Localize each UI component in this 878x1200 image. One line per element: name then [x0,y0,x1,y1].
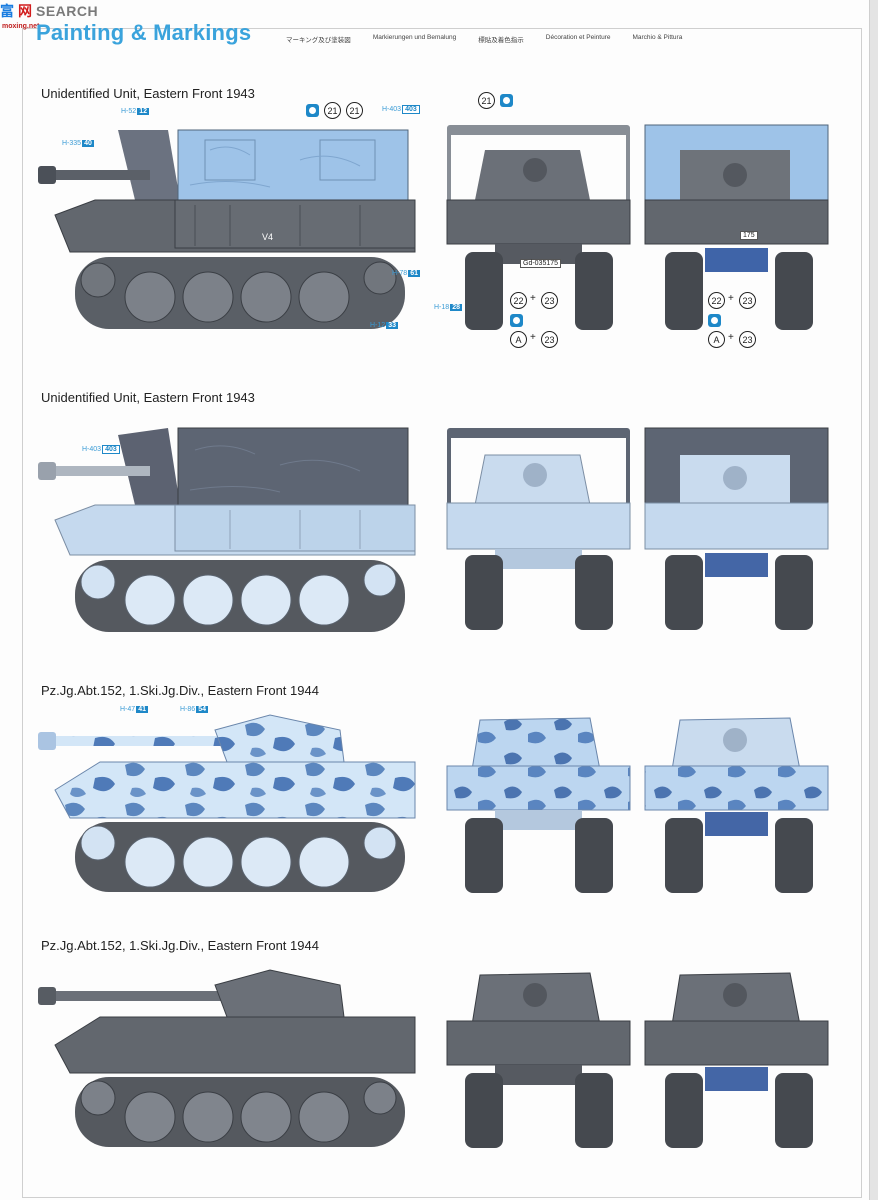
decal-21-a: 21 [324,102,341,119]
plus-sign: + [530,293,536,304]
decal-A-a: A [510,331,527,348]
side-view-1: V4 [38,129,416,329]
decal-23-b: 23 [541,331,558,348]
flag-decal-icon [510,314,523,327]
title-translations: マーキング及び塗装図 Markierungen und Bemalung 標貼及… [286,34,682,44]
decal-22-a: 22 [510,292,527,309]
side-view-3 [38,714,416,892]
license-plate-front: 175 [740,231,758,240]
subtitle-fr: Décoration et Peinture [545,34,611,41]
front-view-4 [644,972,829,1148]
section-heading-4: Pz.Jg.Abt.152, 1.Ski.Jg.Div., Eastern Fr… [41,938,319,953]
rear-view-2 [446,428,631,630]
section-heading-2: Unidentified Unit, Eastern Front 1943 [41,390,255,405]
site-logo: 富 网 SEARCH [0,0,98,22]
plus-sign: + [530,332,536,343]
page-title: Painting & Markings [36,20,252,45]
front-view-2 [644,427,829,630]
decal-23-d: 23 [739,331,756,348]
plus-sign: + [728,332,734,343]
section-heading-1: Unidentified Unit, Eastern Front 1943 [41,86,255,101]
side-view-4 [38,969,416,1147]
subtitle-de: Markierungen und Bemalung [372,34,457,41]
section-heading-3: Pz.Jg.Abt.152, 1.Ski.Jg.Div., Eastern Fr… [41,683,319,698]
subtitle-cn: 標貼及着色指示 [478,37,524,44]
logo-char-1: 富 [0,3,14,19]
logo-search-text: SEARCH [36,3,99,19]
right-border-strip [869,0,878,1200]
front-view-1 [644,124,829,330]
decal-23-c: 23 [739,292,756,309]
subtitle-ja: マーキング及び塗装図 [286,37,351,44]
rear-view-3 [446,717,631,893]
hull-code-1: V4 [262,232,273,242]
decal-21-c: 21 [478,92,495,109]
plus-sign: + [728,293,734,304]
decal-A-b: A [708,331,725,348]
decal-21-b: 21 [346,102,363,119]
rear-view-1 [446,125,631,330]
flag-decal-icon [306,104,319,117]
decal-23-a: 23 [541,292,558,309]
logo-subtext: moxing.net [2,23,40,30]
rear-view-4 [446,972,631,1148]
side-view-2 [38,427,416,632]
page-frame [22,28,862,1198]
front-view-3 [644,717,829,893]
license-plate-rear: Gd-035175 [520,259,562,268]
flag-decal-icon [708,314,721,327]
flag-decal-icon [500,94,513,107]
subtitle-it: Marchio & Pittura [632,34,683,41]
decal-22-b: 22 [708,292,725,309]
logo-char-2: 网 [18,3,32,19]
